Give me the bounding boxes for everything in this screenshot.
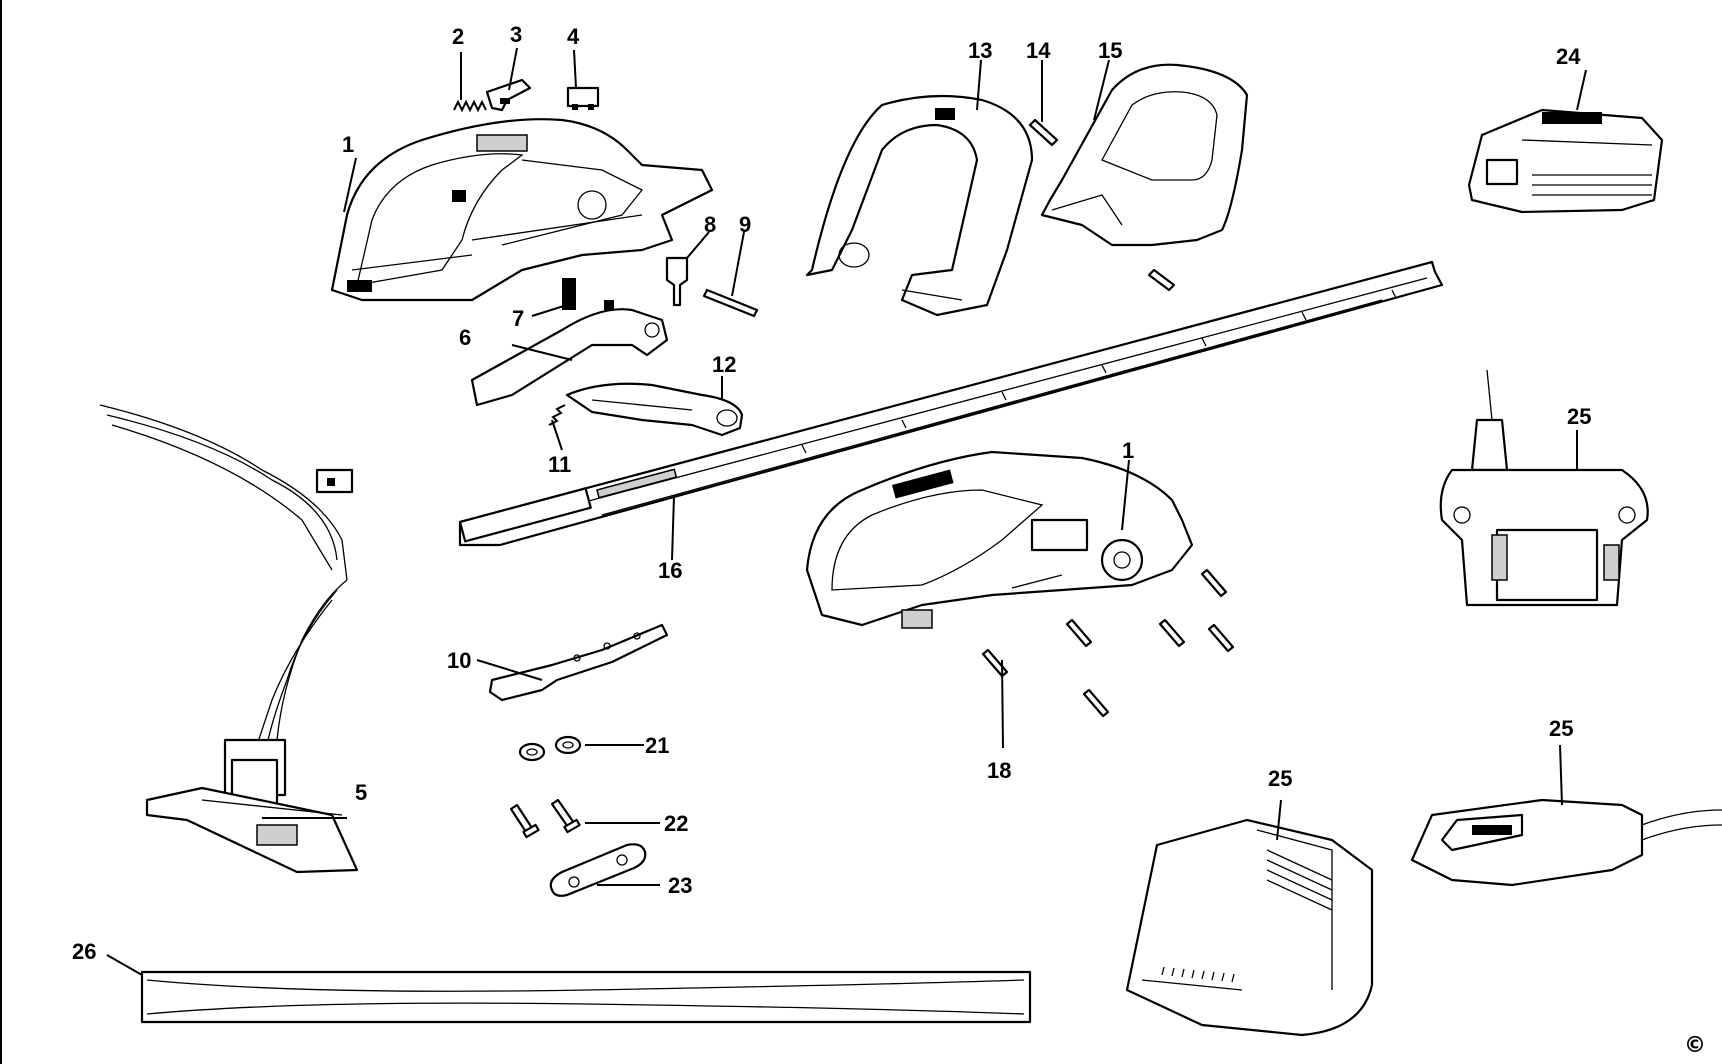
callout-21: 21	[645, 733, 669, 758]
callout-5: 5	[355, 780, 367, 805]
callout-24: 24	[1556, 44, 1581, 69]
part-5-motor-wiring	[99, 404, 359, 874]
callout-2: 2	[452, 24, 464, 49]
callout-7: 7	[512, 306, 524, 331]
part-25-charger-dock	[1410, 798, 1722, 887]
callout-6: 6	[459, 325, 471, 350]
part-22-screws	[509, 798, 581, 839]
leader-lines	[106, 47, 1587, 976]
copyright-symbol: ©	[1684, 1033, 1706, 1058]
callout-1b: 1	[1122, 438, 1134, 463]
part-11-spring	[548, 404, 566, 426]
part-9-pin	[702, 288, 759, 318]
callout-1a: 1	[342, 132, 354, 157]
part-24-battery	[1467, 108, 1664, 214]
part-23-link-plate	[549, 843, 647, 897]
part-25-charger-base	[1125, 818, 1374, 1037]
callout-25c: 25	[1549, 716, 1573, 741]
callout-8: 8	[704, 212, 716, 237]
callout-26: 26	[72, 939, 96, 964]
callout-22: 22	[664, 811, 688, 836]
part-3-lock-button	[485, 78, 532, 112]
part-18-screws	[981, 568, 1235, 718]
part-2-spring	[453, 99, 487, 113]
callout-23: 23	[668, 873, 692, 898]
callout-18: 18	[987, 758, 1011, 783]
callout-3: 3	[510, 22, 522, 47]
part-6-trigger-lever	[470, 300, 669, 407]
part-10-bracket	[488, 623, 669, 702]
part-16-blade	[458, 260, 1444, 547]
callout-15: 15	[1098, 38, 1122, 63]
callout-16: 16	[658, 558, 682, 583]
part-25-charger-adapter	[1439, 369, 1649, 607]
callout-9: 9	[739, 212, 751, 237]
part-12-slider	[565, 382, 744, 437]
callout-4: 4	[567, 24, 580, 49]
part-1-housing-left	[330, 118, 714, 302]
part-15-front-guard	[1040, 63, 1249, 247]
callout-11: 11	[548, 452, 571, 477]
part-15-screw	[1147, 268, 1176, 292]
callout-12: 12	[712, 352, 736, 377]
part-8-clip	[665, 256, 689, 307]
part-26-blade-cover	[140, 970, 1032, 1024]
part-7-spring	[562, 278, 576, 310]
part-1-housing-right	[805, 450, 1194, 629]
callout-10: 10	[447, 648, 471, 673]
callout-14: 14	[1026, 38, 1051, 63]
callout-13: 13	[968, 38, 992, 63]
callout-25b: 25	[1268, 766, 1292, 791]
part-13-guard-frame	[805, 94, 1034, 317]
part-4-switch	[566, 86, 600, 110]
part-14-screw	[1028, 118, 1059, 147]
part-21-eyelets	[518, 735, 582, 762]
callout-25a: 25	[1567, 404, 1591, 429]
